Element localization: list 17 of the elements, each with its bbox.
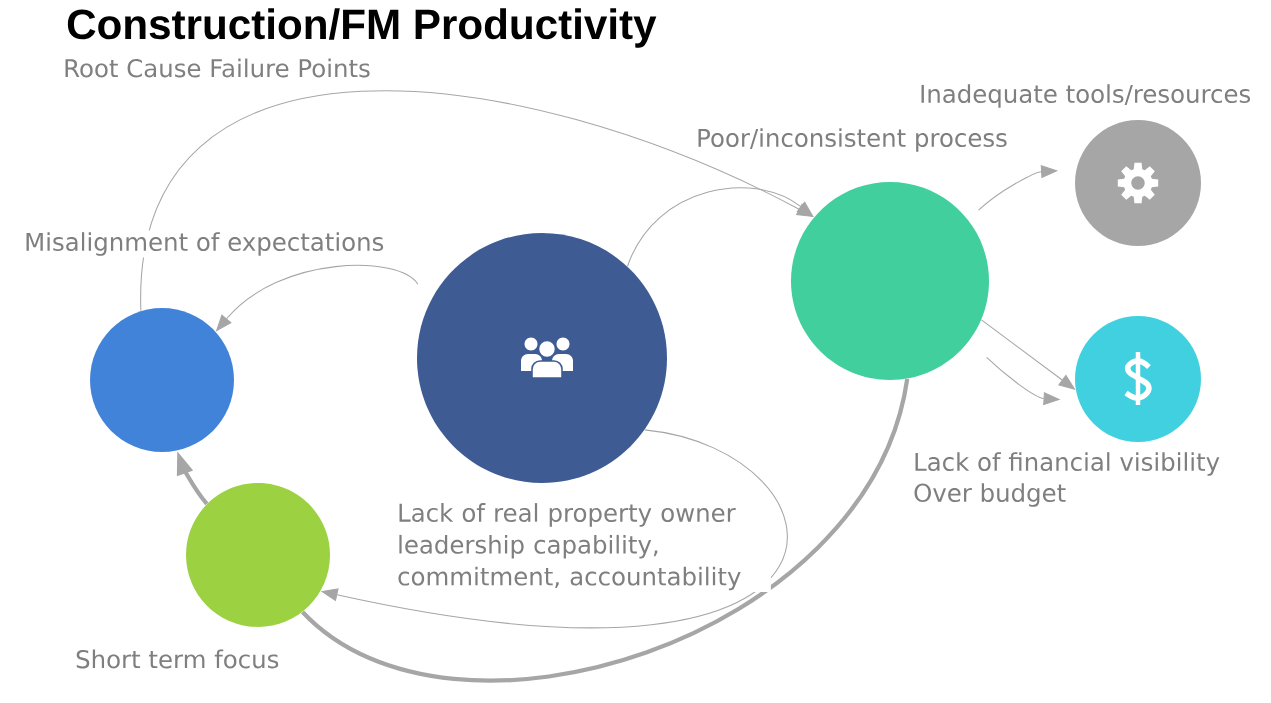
circle-label: Lack of financial visibility: [911, 450, 1222, 478]
circle-label: Over budget: [911, 481, 1068, 509]
title: Construction/FM Productivity: [67, 8, 657, 48]
circle-label: Misalignment of expectations: [22, 230, 386, 258]
circle: [186, 483, 330, 627]
circle-label: Poor/inconsistent process: [694, 126, 1010, 154]
subtitle: Root Cause Failure Points: [61, 56, 373, 80]
arrow: [140, 90, 814, 312]
circle-label: Short term focus: [73, 647, 282, 671]
circle: [90, 308, 234, 452]
circle: [1075, 120, 1201, 246]
circle: [417, 233, 667, 483]
circle: [791, 182, 989, 380]
circle-label: Lack of real property owner leadership capability, commitment, accountability: [395, 501, 771, 593]
circle: [1075, 316, 1201, 442]
curved-line: [301, 378, 910, 682]
circle-label: Inadequate tools/resources: [917, 82, 1253, 110]
